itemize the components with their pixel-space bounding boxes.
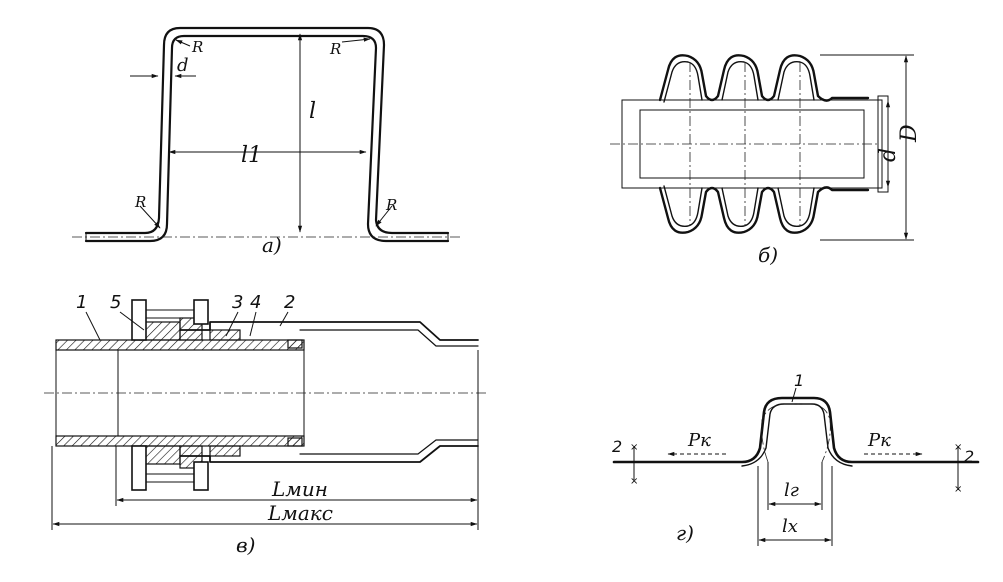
panel-a-caption: а) (262, 233, 282, 257)
bellows-bottom-convolutions (658, 186, 870, 234)
width-label: l1 (241, 143, 262, 168)
radius-label-top-right: R (329, 40, 341, 58)
panel-v-caption: в) (236, 533, 255, 557)
stop-ring-bottom (287, 437, 303, 447)
leader-part-3 (225, 311, 239, 337)
length-min-label: Lмин (271, 477, 328, 501)
u-loop-inner-contour (84, 34, 450, 243)
stop-ring-top (287, 339, 303, 349)
loop-part-label-1: 1 (794, 371, 804, 390)
length-max-label: Lмакс (267, 501, 333, 525)
part-label-1: 1 (76, 292, 87, 313)
bolt-bottom (131, 445, 209, 491)
bellows-top-convolutions-inner (663, 61, 815, 103)
panel-g-loop: Pк Pк × × × × 2 2 1 lг lх г) (612, 371, 980, 546)
end-label-left: 2 (612, 437, 622, 456)
cross-left-top: × (630, 442, 638, 453)
radius-label-bottom-right: R (385, 196, 397, 214)
leader-part-2 (279, 311, 289, 327)
bellows-inner-sleeve (621, 99, 883, 189)
radius-label-bottom-left: R (134, 193, 146, 211)
radius-leader-bottom-left (139, 205, 161, 229)
inner-pipe-bottom-wall (55, 435, 305, 447)
panel-b-caption: б) (758, 243, 778, 267)
cross-right-bottom: × (954, 484, 962, 495)
outer-body-inner-contour (299, 329, 479, 455)
force-label-right: Pк (867, 430, 891, 451)
outer-body-contour (179, 321, 479, 463)
part-label-3: 3 (232, 292, 243, 313)
part-label-5: 5 (110, 292, 121, 313)
loop-base-line (612, 396, 980, 464)
packing-bottom (209, 445, 241, 457)
radius-leader-bottom-right (375, 205, 393, 227)
leader-part-5 (119, 311, 145, 331)
part-label-2: 2 (284, 292, 295, 313)
height-label: l (309, 99, 316, 124)
panel-a-u-loop: R R R R d l l1 а) (72, 26, 462, 257)
bellows-end-flange (877, 95, 889, 193)
leader-loop-part-1 (791, 387, 797, 403)
bellows-bottom-convolutions-inner (663, 185, 815, 227)
inner-pipe-top-wall (55, 339, 305, 351)
panel-b-bellows: d D б) (610, 54, 922, 267)
length-r-label: lг (784, 480, 799, 501)
radius-label-top-left: R (191, 38, 203, 56)
cross-left-bottom: × (630, 476, 638, 487)
radius-leader-top-left (175, 39, 191, 47)
leader-part-1 (85, 311, 101, 341)
leader-part-4 (249, 311, 257, 337)
end-label-right: 2 (964, 447, 974, 466)
loop-deformed-shape (761, 403, 831, 463)
loop-base-line-inner (741, 403, 853, 467)
inner-diameter-label: d (876, 148, 901, 162)
packing-top (209, 329, 241, 341)
cross-right-top: × (954, 442, 962, 453)
force-label-left: Pк (687, 430, 711, 451)
bellows-top-convolutions (658, 54, 870, 102)
outer-diameter-label: D (897, 124, 922, 143)
thickness-label: d (177, 55, 189, 76)
part-label-4: 4 (250, 292, 261, 313)
length-x-label: lх (782, 516, 798, 537)
panel-g-caption: г) (676, 521, 694, 545)
panel-v-sleeve: 1 5 3 4 2 Lмин Lмакс в) (44, 292, 486, 557)
radius-leader-top-right (341, 37, 371, 43)
bolt-top (131, 299, 209, 341)
